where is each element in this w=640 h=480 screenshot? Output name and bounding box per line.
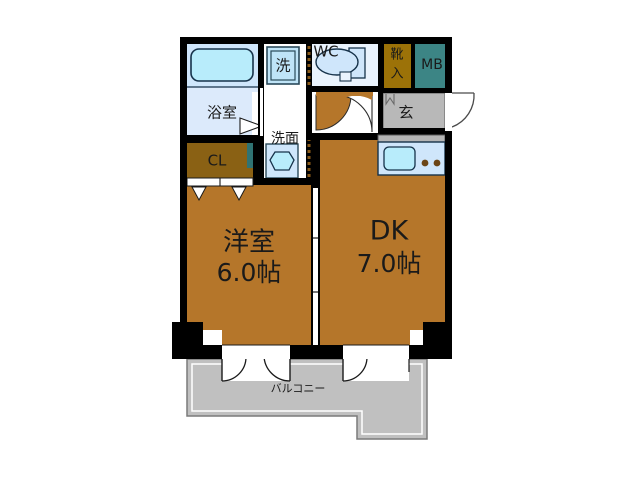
- toilet-base: [339, 71, 352, 82]
- washroom-area: 洗 洗面: [263, 44, 309, 185]
- stove-burner-left: [421, 159, 429, 167]
- entrance-door-swing: [451, 92, 475, 128]
- closet-block: CL: [187, 143, 255, 178]
- dk-floor: [320, 140, 445, 345]
- label-shoe-cabinet-2: 入: [390, 67, 403, 82]
- hallway-door-right-leaf: [335, 95, 372, 100]
- label-shoe-cabinet-1: 靴: [390, 48, 403, 63]
- closet-side-panel: [247, 143, 255, 168]
- entrance-step-mark: [385, 94, 395, 106]
- washitsu-floor: [187, 185, 311, 345]
- bathtub: [190, 48, 254, 82]
- wall-west: [180, 37, 187, 359]
- closet-door-arrow-left: [191, 186, 207, 202]
- south-opening-right: [343, 345, 409, 359]
- label-bathroom: 浴室: [207, 104, 237, 122]
- closet-door-arrow-right: [231, 186, 247, 202]
- room-label-washitsu-size: 6.0帖: [217, 258, 282, 287]
- wall-east-entrance-gap: [445, 93, 452, 131]
- meter-box: [413, 40, 451, 91]
- balcony-door-swing-left: [221, 356, 247, 382]
- wall-north: [180, 37, 452, 44]
- hallway-door-header: [316, 92, 373, 96]
- room-dk: DK 7.0帖: [320, 134, 446, 345]
- wall-entrance-top: [378, 88, 445, 93]
- balcony-door-swing-right: [342, 356, 368, 382]
- wall-east: [445, 37, 452, 359]
- toilet-bowl: [315, 48, 359, 76]
- label-balcony: バルコニー: [271, 382, 326, 395]
- wall-hall-bottom: [306, 133, 378, 140]
- wall-wc-hall: [306, 86, 378, 92]
- label-entrance: 玄: [398, 104, 413, 122]
- room-label-dk-name: DK: [370, 216, 410, 247]
- bathroom-door-gap: [260, 88, 263, 136]
- balcony-opening-left: [222, 359, 290, 381]
- partition-sliding-door: [313, 188, 318, 348]
- label-washbasin: 洗面: [271, 131, 299, 147]
- bathroom-doorway: [252, 92, 260, 136]
- closet-floor: [187, 143, 253, 178]
- balcony-inner-line: [191, 363, 423, 435]
- label-meter-box: MB: [421, 57, 443, 73]
- wall-wc-right: [378, 44, 383, 88]
- entrance-tataki: [382, 92, 446, 132]
- wall-entrance-left: [378, 88, 383, 135]
- balcony-door-swing-left-b: [263, 354, 291, 382]
- wall-washroom-bottom: [259, 178, 312, 185]
- south-opening-left: [222, 345, 290, 359]
- bathroom-unit: 浴室: [187, 44, 264, 136]
- wash-basin: [269, 151, 295, 171]
- wc-room: WC: [312, 43, 380, 88]
- hallway-area: [312, 92, 378, 135]
- room-label-dk-size: 7.0帖: [357, 249, 422, 278]
- wall-south: [180, 345, 452, 359]
- kitchen-sink: [383, 146, 416, 171]
- kitchen-counter: [377, 134, 446, 143]
- room-label-washitsu-name: 洋室: [223, 228, 275, 258]
- meter-box-block: MB: [413, 40, 451, 91]
- room-washitsu: 洋室 6.0帖: [186, 177, 311, 345]
- balcony-opening-right: [343, 359, 409, 381]
- wall-closet-right: [253, 143, 259, 185]
- label-closet: CL: [208, 152, 227, 170]
- column-bottom-left: [172, 322, 203, 359]
- shoe-cabinet-block: 靴 入: [382, 40, 413, 91]
- wall-above-closet: [187, 135, 260, 143]
- wall-entrance-bottom: [378, 128, 445, 135]
- stove-burner-right: [433, 159, 441, 167]
- label-wc: WC: [313, 43, 338, 61]
- label-washer: 洗: [275, 57, 290, 75]
- wall-washroom-hall: [306, 44, 312, 185]
- washing-machine: [270, 50, 296, 81]
- bathroom-door-folding: [239, 117, 264, 135]
